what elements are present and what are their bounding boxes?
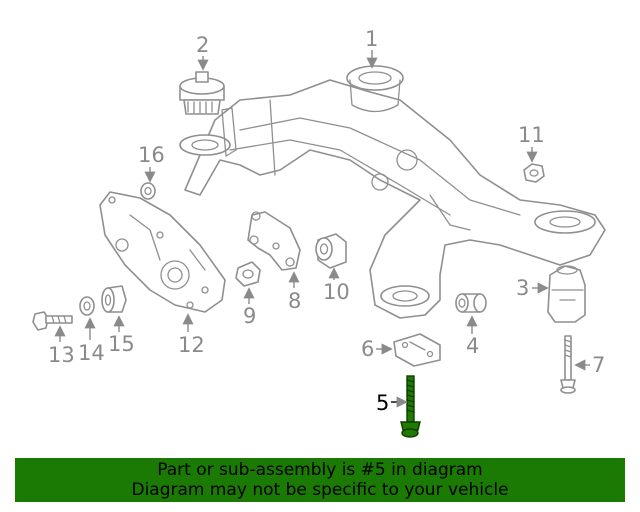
svg-text:2: 2	[196, 33, 209, 57]
part-16-washer[interactable]	[140, 182, 156, 200]
callout-3: 3	[516, 276, 549, 300]
callout-11: 11	[518, 123, 545, 163]
svg-text:1: 1	[365, 27, 378, 51]
part-7-bolt[interactable]	[560, 335, 576, 394]
callout-9: 9	[243, 287, 256, 328]
svg-text:9: 9	[243, 304, 256, 328]
svg-text:3: 3	[516, 276, 529, 300]
svg-text:16: 16	[138, 143, 165, 167]
part-3-mount[interactable]	[547, 265, 586, 323]
callout-5: 5	[376, 391, 408, 415]
svg-text:11: 11	[518, 123, 545, 147]
banner-line-disclaimer: Diagram may not be specific to your vehi…	[131, 480, 509, 500]
svg-text:15: 15	[108, 332, 135, 356]
callout-15: 15	[108, 315, 135, 356]
svg-text:14: 14	[78, 341, 105, 365]
callout-2: 2	[196, 33, 209, 71]
callout-14: 14	[78, 317, 105, 365]
callout-7: 7	[574, 353, 605, 377]
part-9-bushing[interactable]	[235, 261, 261, 287]
svg-text:12: 12	[178, 333, 205, 357]
part-6-bracket[interactable]	[393, 333, 441, 367]
part-2-mount[interactable]	[179, 71, 225, 115]
part-5-bolt-highlighted[interactable]	[400, 375, 421, 438]
part-14-washer[interactable]	[79, 296, 95, 316]
callout-12: 12	[178, 313, 205, 357]
part-13-bolt[interactable]	[32, 311, 73, 331]
callout-4: 4	[466, 315, 479, 358]
callout-8: 8	[288, 271, 301, 313]
callout-10: 10	[323, 267, 350, 304]
callout-6: 6	[361, 337, 393, 361]
svg-text:5: 5	[376, 391, 389, 415]
part-4-bushing[interactable]	[455, 293, 487, 313]
svg-text:13: 13	[48, 343, 75, 367]
part-8-bracket[interactable]	[247, 211, 301, 271]
callout-13: 13	[48, 325, 75, 367]
part-12-cover[interactable]	[99, 191, 226, 313]
svg-text:6: 6	[361, 337, 374, 361]
parts-diagram: 1 2 3 4 5	[32, 27, 606, 438]
part-11-nut[interactable]	[523, 163, 545, 183]
info-banner: Part or sub-assembly is #5 in diagram Di…	[15, 458, 625, 502]
part-15-bushing[interactable]	[101, 285, 127, 313]
svg-text:4: 4	[466, 334, 479, 358]
callout-16: 16	[138, 143, 165, 183]
part-1-subframe[interactable]	[179, 65, 606, 319]
svg-text:10: 10	[323, 280, 350, 304]
svg-text:7: 7	[592, 353, 605, 377]
callout-1: 1	[365, 27, 378, 69]
svg-text:8: 8	[288, 289, 301, 313]
banner-line-part: Part or sub-assembly is #5 in diagram	[157, 460, 483, 480]
part-10-bushing[interactable]	[315, 233, 347, 269]
